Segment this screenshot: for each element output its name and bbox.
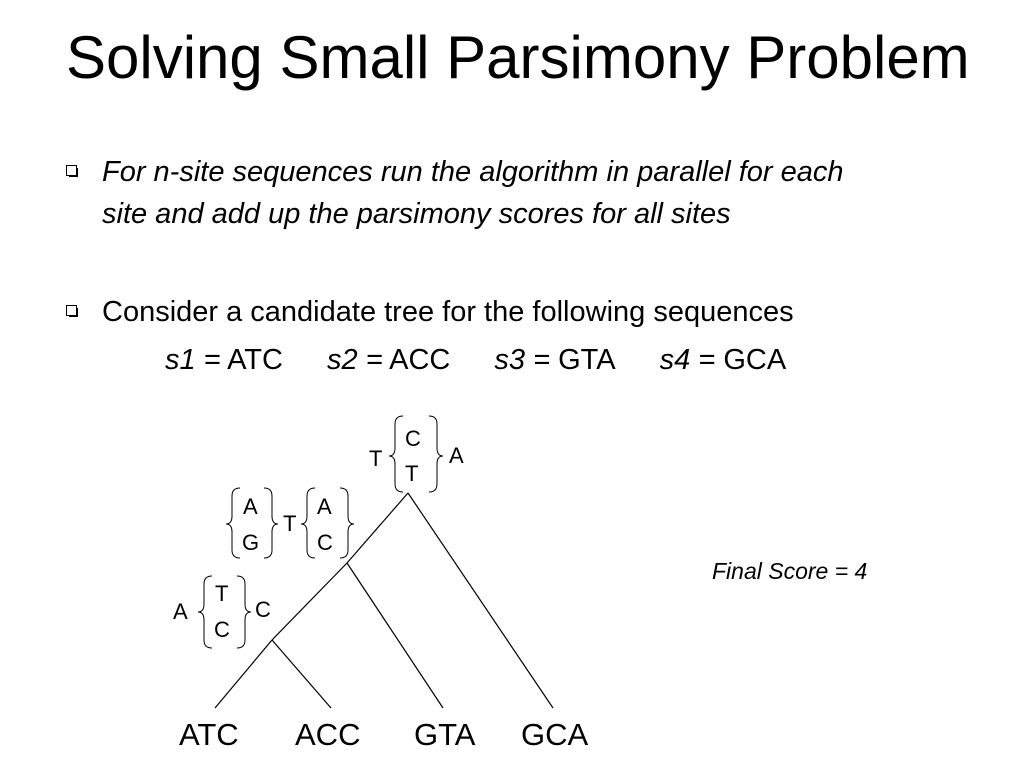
tree-edge	[271, 639, 332, 709]
leaf-label: ATC	[179, 717, 239, 752]
left-brace	[388, 415, 404, 493]
tree-edge	[407, 492, 554, 709]
leaf-label: GTA	[414, 717, 476, 752]
root-site1: T	[369, 446, 383, 471]
seq-label: s2 =	[327, 344, 383, 376]
leaf-label: GCA	[521, 717, 589, 752]
mid-site1-top: A	[243, 494, 258, 519]
bullet-1-line-1: For n-site sequences run the algorithm i…	[102, 156, 844, 188]
mid-site3-bottom: C	[317, 530, 333, 555]
right-brace	[263, 487, 279, 559]
leaf-label: ACC	[295, 717, 361, 752]
low-site2-top: T	[215, 581, 229, 606]
seq-value: GCA	[723, 344, 787, 376]
tree-edge	[214, 639, 273, 709]
low-site1: A	[173, 599, 188, 624]
page-title: Solving Small Parsimony Problem	[66, 24, 970, 91]
root-site3: A	[449, 443, 464, 468]
tree-edge	[346, 492, 409, 564]
sequence-list: s1 = ATC s2 = ACC s3 = GTA s4 = GCA	[165, 340, 786, 380]
left-brace	[300, 487, 316, 559]
seq-label: s4 =	[659, 344, 716, 376]
bullet-1-line-2: site and add up the parsimony scores for…	[102, 198, 731, 230]
seq-value: GTA	[558, 344, 616, 376]
root-site2-top: C	[405, 426, 421, 451]
root-site2-bottom: T	[405, 461, 419, 486]
left-brace	[197, 575, 213, 649]
right-brace	[339, 487, 355, 559]
final-score: Final Score = 4	[712, 558, 868, 584]
tree-edge	[271, 562, 348, 641]
right-brace	[428, 415, 444, 493]
bullet-icon	[66, 165, 80, 179]
seq-value: ACC	[389, 344, 451, 376]
seq-value: ATC	[227, 344, 283, 376]
low-site3: C	[255, 597, 271, 622]
bullet-2-line-1: Consider a candidate tree for the follow…	[102, 296, 794, 328]
seq-label: s1 =	[165, 344, 221, 376]
tree-edge	[346, 562, 444, 709]
mid-site1-bottom: G	[242, 530, 260, 555]
low-site2-bottom: C	[214, 617, 230, 642]
right-brace	[236, 575, 252, 649]
mid-site3-top: A	[317, 494, 332, 519]
seq-label: s3 =	[494, 344, 551, 376]
left-brace	[225, 487, 241, 559]
bullet-icon	[66, 305, 80, 319]
mid-site2: T	[283, 511, 297, 536]
